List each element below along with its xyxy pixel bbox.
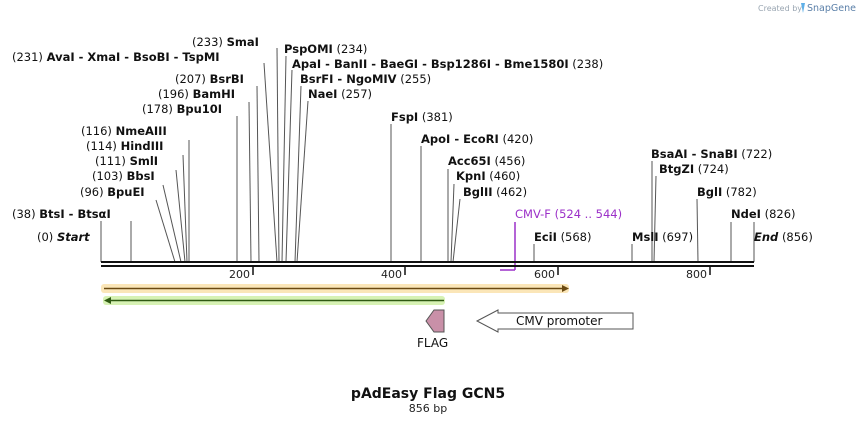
site-btsi: (38) BtsI - BtsαI <box>12 207 111 221</box>
primer-name: CMV-F <box>515 207 551 221</box>
ruler-tick-200: 200 <box>229 268 250 281</box>
site-pspomi: PspOMI (234) <box>284 42 367 56</box>
site-ndei: NdeI (826) <box>731 207 796 221</box>
orf-forward <box>101 284 569 293</box>
site-msli: MslI (697) <box>632 230 693 244</box>
site-btgzi: BtgZI (724) <box>659 162 729 176</box>
ruler: 200 400 600 800 <box>229 266 711 281</box>
primer-range: (524 .. 544) <box>555 207 623 221</box>
feature-flag: FLAG <box>417 309 448 350</box>
plasmid-name: pAdEasy Flag GCN5 <box>351 386 505 402</box>
site-bpu10i: (178) Bpu10I <box>142 102 222 116</box>
plasmid-length: 856 bp <box>409 402 447 415</box>
ruler-tick-400: 400 <box>381 268 402 281</box>
site-smai: (233) SmaI <box>192 35 259 49</box>
primer-cmv-f: CMV-F (524 .. 544) <box>500 207 622 271</box>
site-end: End (856) <box>754 230 813 244</box>
site-acc65i: Acc65I (456) <box>448 154 525 168</box>
ruler-tick-600: 600 <box>534 268 555 281</box>
site-bbsi: (103) BbsI <box>92 169 155 183</box>
site-leader-lines <box>100 47 755 263</box>
credit-prefix: Created by <box>758 4 802 13</box>
dna-backbone <box>101 261 754 267</box>
site-kpni: KpnI (460) <box>456 169 520 183</box>
ruler-tick-800: 800 <box>686 268 707 281</box>
svg-text:CMV-F (524 .. 544): CMV-F (524 .. 544) <box>515 207 622 221</box>
site-smli: (111) SmlI <box>95 154 158 168</box>
credit-brand: SnapGene <box>807 3 856 14</box>
snapgene-logo-icon <box>801 3 805 13</box>
site-bpuei: (96) BpuEI <box>80 185 145 199</box>
site-fspi: FspI (381) <box>391 110 453 124</box>
feature-cmv-promoter: CMV promoter <box>475 309 634 333</box>
site-labels: (231) AvaI - XmaI - BsoBI - TspMI (233) … <box>12 35 813 244</box>
site-ecii: EciI (568) <box>534 230 592 244</box>
site-avai: (231) AvaI - XmaI - BsoBI - TspMI <box>12 50 220 64</box>
site-naei: NaeI (257) <box>308 87 372 101</box>
feature-cmv-promoter-label: CMV promoter <box>516 314 603 328</box>
site-bsrbi: (207) BsrBI <box>175 72 244 86</box>
site-apoi: ApoI - EcoRI (420) <box>421 132 533 146</box>
site-apai: ApaI - BanII - BaeGI - Bsp1286I - Bme158… <box>292 57 603 71</box>
site-bsaai: BsaAI - SnaBI (722) <box>651 147 772 161</box>
site-nmeaiii: (116) NmeAIII <box>81 124 167 138</box>
site-bamhi: (196) BamHI <box>158 87 235 101</box>
site-start: (0) Start <box>37 230 90 244</box>
site-bsrfi: BsrFI - NgoMIV (255) <box>300 72 431 86</box>
site-bgli: BglI (782) <box>697 185 757 199</box>
site-bglii: BglII (462) <box>463 185 527 199</box>
site-hindiii: (114) HindIII <box>86 139 163 153</box>
orf-reverse <box>103 296 445 305</box>
feature-flag-label: FLAG <box>417 336 448 350</box>
